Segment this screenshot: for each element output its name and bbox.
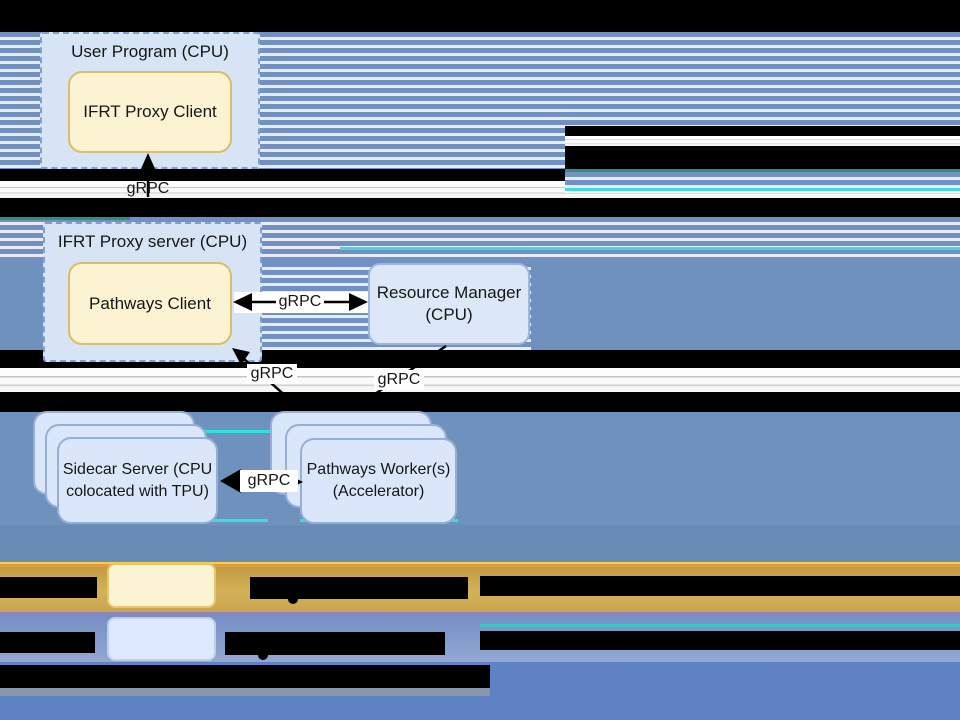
bg-stripes <box>565 172 960 188</box>
bg-yellow-line <box>0 562 960 564</box>
bg-orange-line <box>0 564 960 567</box>
bg-cyan-line <box>565 188 960 191</box>
bg-black <box>0 169 565 181</box>
bg-stripes-right <box>565 32 960 126</box>
glitch-cyan-line <box>178 430 270 433</box>
bg-black <box>565 146 960 169</box>
bg-black <box>565 198 960 217</box>
bg-blue-lower2 <box>0 525 960 562</box>
pathways-workers-line2: (Accelerator) <box>332 483 425 500</box>
sidecar-server-node: Sidecar Server (CPU colocated with TPU) <box>57 437 218 524</box>
bg-blue <box>0 262 43 350</box>
glitch-cyan-line <box>340 247 960 250</box>
redacted-comma <box>288 597 298 604</box>
ifrt-proxy-client-node: IFRT Proxy Client <box>68 71 232 153</box>
legend-swatch-blue <box>107 617 216 661</box>
grpc-label-client-rm: gRPC <box>276 292 324 312</box>
redacted-text-bar <box>250 577 468 599</box>
sidecar-server-line2: colocated with TPU) <box>66 482 209 500</box>
bg-purple-line <box>0 612 960 616</box>
bg-blue-right <box>531 262 960 350</box>
glitch-teal-line <box>0 217 130 220</box>
bg-black-bottom-left <box>0 665 490 688</box>
redacted-text-bar <box>0 632 95 653</box>
ifrt-proxy-client-label: IFRT Proxy Client <box>83 102 217 121</box>
bg-black-top <box>0 0 960 32</box>
grpc-label-rm-workers: gRPC <box>374 370 424 390</box>
bg-white <box>565 191 960 198</box>
redacted-band <box>480 631 960 650</box>
bg-white-grpc-band <box>0 368 960 392</box>
bg-black <box>0 198 565 217</box>
pathways-workers-line1: Pathways Worker(s) <box>306 461 451 478</box>
ifrt-proxy-server-title: IFRT Proxy server (CPU) <box>57 232 248 251</box>
grpc-label-top: gRPC <box>126 180 170 197</box>
bg-black <box>0 392 960 412</box>
bg-white <box>565 136 960 146</box>
redacted-text-bar <box>225 632 445 655</box>
user-program-title: User Program (CPU) <box>71 42 229 61</box>
bg-black <box>565 126 960 136</box>
pathways-workers-node: Pathways Worker(s) (Accelerator) <box>300 438 457 524</box>
resource-manager-line2: (CPU) <box>425 305 473 324</box>
legend-swatch-yellow <box>107 563 216 608</box>
bg-white <box>0 181 565 198</box>
resource-manager-line1: Resource Manager <box>376 283 522 302</box>
pathways-client-node: Pathways Client <box>68 262 232 345</box>
grpc-label-workers-client: gRPC <box>247 364 297 384</box>
redacted-text-bar <box>0 577 97 598</box>
redacted-comma <box>258 653 268 660</box>
sidecar-server-line1: Sidecar Server (CPU <box>62 460 213 478</box>
resource-manager-node: Resource Manager (CPU) <box>368 263 530 345</box>
pathways-client-label: Pathways Client <box>89 293 211 313</box>
redacted-band <box>480 576 960 596</box>
bg-bluegray-stripe <box>0 688 490 696</box>
bg-teal-line <box>565 169 960 172</box>
grpc-label-sidecar-workers: gRPC <box>240 470 298 492</box>
glitch-cyan-line <box>480 624 960 627</box>
